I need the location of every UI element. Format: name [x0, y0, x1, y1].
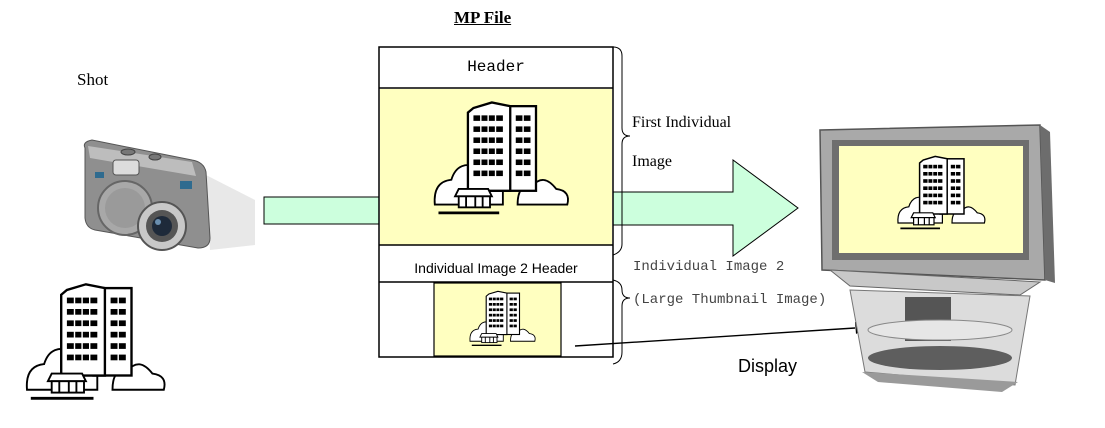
large-thumbnail-label: (Large Thumbnail Image)	[633, 292, 827, 308]
first-individual-label: First Individual	[632, 114, 732, 131]
first-individual-image-label: Image	[632, 153, 672, 170]
input-arrow-stub	[263, 196, 382, 225]
shot-label: Shot	[77, 70, 109, 89]
display-label: Display	[738, 356, 798, 376]
output-arrow	[610, 159, 799, 257]
diagram-title: MP File	[454, 8, 512, 27]
image2-header-label: Individual Image 2 Header	[414, 260, 578, 276]
building-icon	[25, 282, 166, 400]
television-icon	[819, 124, 1055, 392]
header-label: Header	[467, 58, 525, 76]
brace	[612, 46, 631, 365]
camera-icon	[83, 139, 255, 251]
display-arrow	[574, 327, 856, 347]
individual-image-2-label: Individual Image 2	[633, 259, 785, 275]
